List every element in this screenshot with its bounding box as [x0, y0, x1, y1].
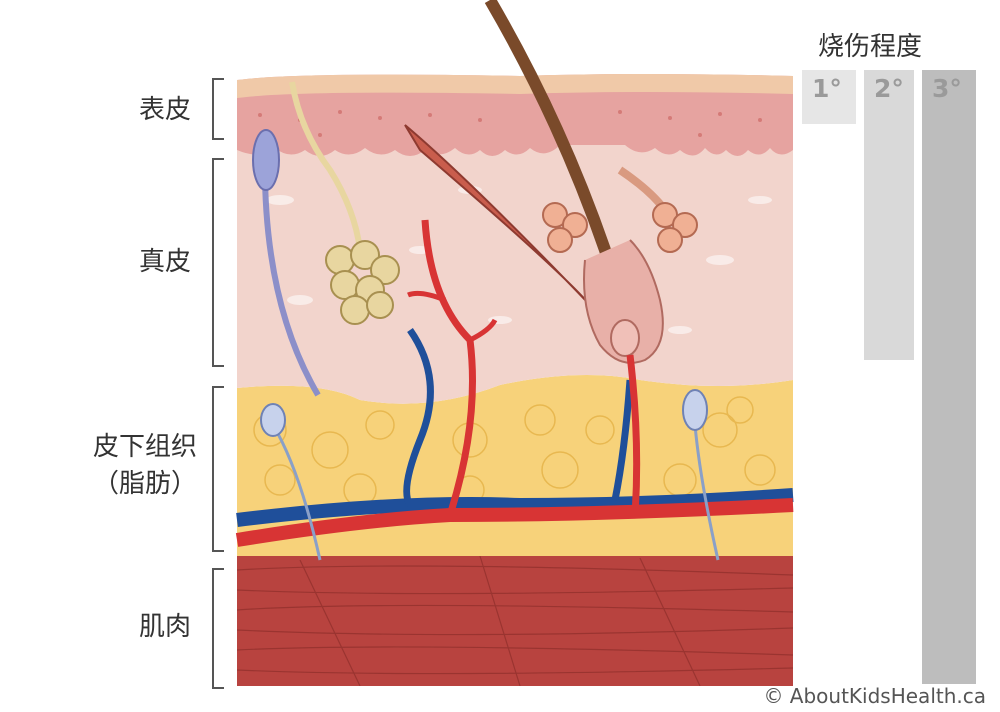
label-muscle: 肌肉	[138, 612, 191, 642]
bracket-muscle	[212, 568, 224, 689]
burn-degree-3-label: 3°	[932, 74, 962, 103]
burn-degree-2-label: 2°	[874, 74, 904, 103]
burn-degree-1-bar: 1°	[802, 70, 856, 124]
bracket-dermis	[212, 158, 224, 367]
artery-branch-right	[626, 354, 641, 516]
dermis-layer	[237, 130, 793, 404]
label-subcutaneous-line2: （脂肪）	[92, 469, 197, 499]
sebaceous-gland-right	[617, 166, 698, 253]
lamellar-corpuscle-fat-left	[260, 403, 322, 561]
muscle-layer	[237, 552, 793, 686]
hair-follicle	[484, 0, 664, 364]
label-subcutaneous-line1: 皮下组织	[92, 432, 197, 462]
label-dermis: 真皮	[138, 247, 191, 277]
sweat-gland	[289, 81, 400, 325]
burn-degree-title: 烧伤程度	[818, 32, 923, 62]
muscle-fibers	[237, 555, 793, 686]
burn-degree-3-bar: 3°	[922, 70, 976, 684]
burn-degree-1-label: 1°	[812, 74, 842, 103]
burn-degree-2-bar: 2°	[864, 70, 914, 360]
bracket-epidermis	[212, 78, 224, 140]
fat-cells	[253, 396, 776, 507]
epidermis-layer	[237, 74, 793, 156]
copyright-notice: © AboutKidsHealth.ca	[763, 684, 986, 708]
epidermis-surface	[237, 74, 793, 98]
vein-branch-left	[403, 327, 434, 507]
bracket-subcutaneous	[212, 386, 224, 552]
artery-branch-left	[421, 219, 476, 517]
epidermis-cells	[258, 110, 762, 137]
lamellar-corpuscle-left	[252, 129, 321, 397]
artery-main	[235, 498, 794, 547]
lamellar-corpuscle-fat-right	[682, 389, 720, 561]
vein-branch-right	[611, 379, 634, 501]
sebaceous-gland-left	[542, 202, 588, 253]
label-epidermis: 表皮	[138, 95, 191, 125]
